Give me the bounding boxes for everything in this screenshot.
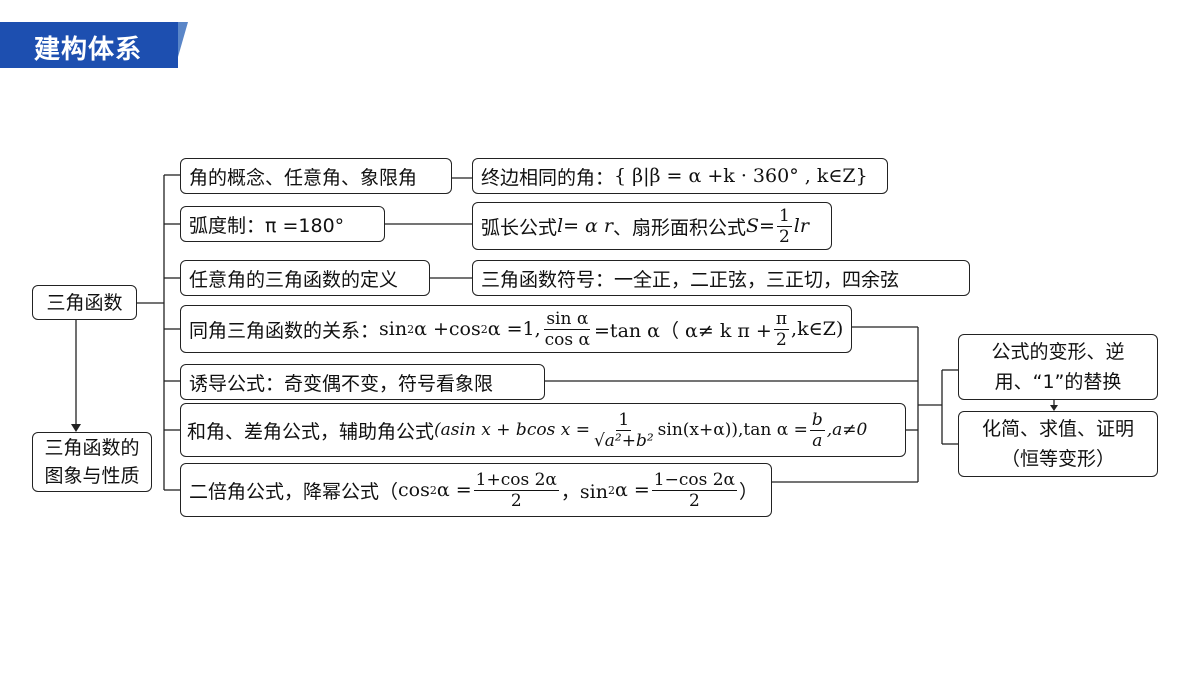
double-d: α = [614,479,650,501]
root-label: 三角函数 [46,291,123,314]
sum-numerator: 1 [616,409,632,431]
arc-formula: l= α r [557,215,614,237]
double-prefix: 二倍角公式，降幂公式（ [189,480,399,503]
induction-node: 诱导公式：奇变偶不变，符号看象限 [180,364,545,400]
ba-fraction: b a [809,409,825,451]
root-node: 三角函数 [32,285,137,320]
sector-tail: lr [793,215,809,237]
coterminal-angle-node: 终边相同的角： { β|β = α +k · 360° , k∈Z} [472,158,888,194]
double-c: ，sin [560,480,608,503]
sum-angle-node: 和角、差角公式，辅助角公式 (asin x + bcos x = 1 √a²+b… [180,403,906,457]
sum-denominator: √a²+b² [593,430,654,451]
double-denominator-2: 2 [688,490,700,511]
section-banner: 建构体系 [0,22,188,68]
ba-numerator: b [809,409,825,431]
double-numerator-1: 1+cos 2α [473,469,559,491]
square-sup-2: 2 [480,322,488,336]
sector-s: S= [746,215,775,237]
graph-properties-label: 三角函数的图象与性质 [44,437,140,487]
same-angle-mid: =tan α（ α≠ k π + [594,319,772,342]
definition-node: 任意角的三角函数的定义 [180,260,430,296]
double-tail: ） [739,480,759,503]
pi-half-fraction: π 2 [773,308,790,350]
double-fraction-1: 1+cos 2α 2 [473,469,559,511]
definition-label: 任意角的三角函数的定义 [189,268,399,291]
square-sup-1: 2 [407,322,415,336]
transform-label: 公式的变形、逆用、“1”的替换 [991,341,1125,393]
signs-node: 三角函数符号：一全正，二正弦，三正切，四余弦 [472,260,970,296]
simplify-label: 化简、求值、证明（恒等变形） [981,418,1134,470]
sum-formula-a: (asin x + bcos x = [434,420,590,440]
radian-label: 弧度制：π =180° [189,214,345,237]
transform-node: 公式的变形、逆用、“1”的替换 [958,334,1158,400]
arc-prefix: 弧长公式 [481,216,558,239]
simplify-node: 化简、求值、证明（恒等变形） [958,411,1158,477]
double-fraction-2: 1−cos 2α 2 [651,469,738,511]
ba-denominator: a [812,430,823,451]
same-angle-f1b: α +cos [414,318,481,340]
arc-mid: 、扇形面积公式 [613,216,747,239]
double-denominator-1: 2 [510,490,522,511]
tan-denominator: cos α [544,329,591,350]
tan-fraction: sin α cos α [543,309,592,350]
tan-numerator: sin α [544,308,591,330]
coterminal-formula: { β|β = α +k · 360° , k∈Z} [614,165,868,187]
sum-formula-b: sin(x+α)),tan α = [657,420,808,440]
same-angle-f1c: α =1, [487,318,541,340]
angle-concept-node: 角的概念、任意角、象限角 [180,158,452,194]
sector-fraction: 1 2 [776,205,792,247]
section-title: 建构体系 [34,35,143,65]
graph-properties-node: 三角函数的图象与性质 [32,432,152,492]
double-numerator-2: 1−cos 2α [651,469,738,491]
square-sup-3: 2 [429,483,437,497]
sector-denominator: 2 [778,226,790,247]
pi-numerator: π [773,308,790,330]
sum-fraction: 1 √a²+b² [592,410,656,451]
sum-tail: ,a≠0 [826,420,868,440]
signs-label: 三角函数符号：一全正，二正弦，三正切，四余弦 [481,268,900,291]
same-angle-f1a: sin [379,318,408,340]
angle-concept-label: 角的概念、任意角、象限角 [189,166,418,189]
arc-sector-node: 弧长公式 l= α r 、扇形面积公式 S= 1 2 lr [472,202,832,250]
double-a: cos [398,479,430,501]
square-sup-4: 2 [607,483,615,497]
radian-node: 弧度制：π =180° [180,206,385,242]
same-angle-tail: ,k∈Z) [791,318,844,340]
induction-label: 诱导公式：奇变偶不变，符号看象限 [189,372,494,395]
sum-prefix: 和角、差角公式，辅助角公式 [187,420,435,443]
double-b: α = [436,479,472,501]
same-angle-prefix: 同角三角函数的关系： [189,319,380,342]
banner-background [0,22,178,68]
sector-numerator: 1 [776,205,792,227]
pi-denominator: 2 [776,329,787,350]
coterminal-prefix: 终边相同的角： [481,166,615,189]
